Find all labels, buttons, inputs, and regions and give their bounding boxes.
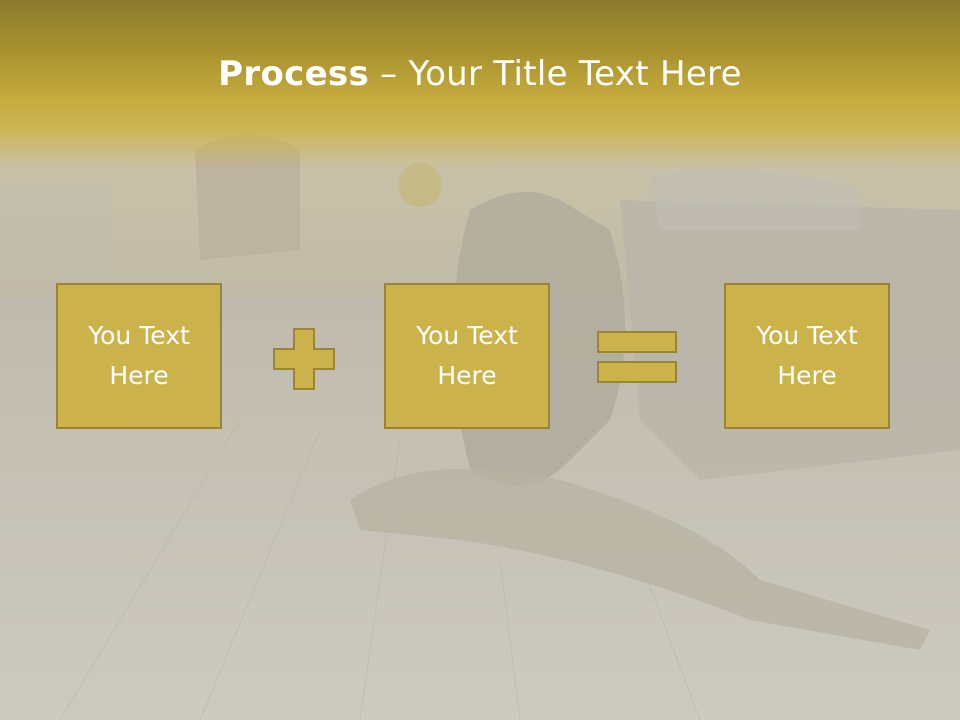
title-rest: – Your Title Text Here <box>369 54 742 94</box>
equals-icon <box>597 331 677 383</box>
process-step-text: You Text Here <box>88 321 190 390</box>
process-step-text: You Text Here <box>756 321 858 390</box>
header-band <box>0 0 960 170</box>
title-bold: Process <box>218 54 370 94</box>
process-step-3[interactable]: You Text Here <box>724 283 890 429</box>
process-step-1[interactable]: You Text Here <box>56 283 222 429</box>
process-step-2[interactable]: You Text Here <box>384 283 550 429</box>
slide-title: Process – Your Title Text Here <box>0 52 960 96</box>
process-step-text: You Text Here <box>416 321 518 390</box>
plus-icon <box>273 328 335 390</box>
